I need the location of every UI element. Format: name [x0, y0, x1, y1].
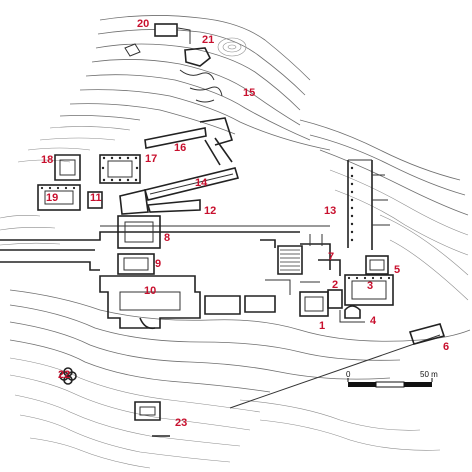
building-1 [299, 291, 329, 317]
building-14 [119, 167, 240, 215]
building-12 [146, 199, 201, 213]
site-label-7: 7 [328, 251, 335, 263]
site-label-15: 15 [243, 87, 256, 99]
building-23 [134, 401, 170, 437]
building-7 [300, 259, 341, 283]
site-label-21: 21 [202, 34, 215, 46]
building-10 [99, 275, 291, 330]
site-label-3: 3 [367, 280, 374, 292]
stairway [280, 249, 300, 271]
building-16 [144, 117, 234, 166]
building-4 [339, 305, 365, 323]
site-label-17: 17 [145, 153, 158, 165]
site-label-6: 6 [443, 341, 450, 353]
site-label-22: 22 [58, 369, 71, 381]
site-label-11: 11 [90, 192, 102, 204]
scale-end-label: 50 m [420, 370, 438, 379]
building-2 [327, 289, 343, 309]
site-label-20: 20 [137, 18, 150, 30]
site-label-9: 9 [155, 258, 162, 270]
building-20 [154, 23, 178, 37]
scale-bar [347, 378, 433, 388]
scale-start-label: 0 [346, 370, 351, 379]
site-label-2: 2 [332, 279, 339, 291]
building-6 [408, 323, 446, 345]
building-22 [59, 367, 77, 385]
site-label-13: 13 [324, 205, 337, 217]
site-label-14: 14 [195, 177, 208, 189]
site-label-16: 16 [174, 142, 187, 154]
contour-lines [0, 15, 471, 469]
site-label-5: 5 [394, 264, 401, 276]
site-label-4: 4 [370, 315, 377, 327]
building-18 [54, 154, 81, 181]
site-label-12: 12 [204, 205, 217, 217]
site-label-19: 19 [46, 192, 59, 204]
building-3 [344, 274, 394, 306]
site-label-1: 1 [319, 320, 326, 332]
building-17 [99, 154, 141, 184]
site-label-8: 8 [164, 232, 171, 244]
building-13 [309, 159, 390, 250]
site-label-23: 23 [175, 417, 188, 429]
building-8 [117, 215, 161, 249]
building-5 [365, 255, 389, 275]
site-label-18: 18 [41, 154, 54, 166]
site-label-10: 10 [144, 285, 157, 297]
building-11 [87, 191, 103, 209]
building-21 [124, 43, 223, 103]
building-9 [117, 253, 155, 275]
building-19 [37, 184, 81, 211]
